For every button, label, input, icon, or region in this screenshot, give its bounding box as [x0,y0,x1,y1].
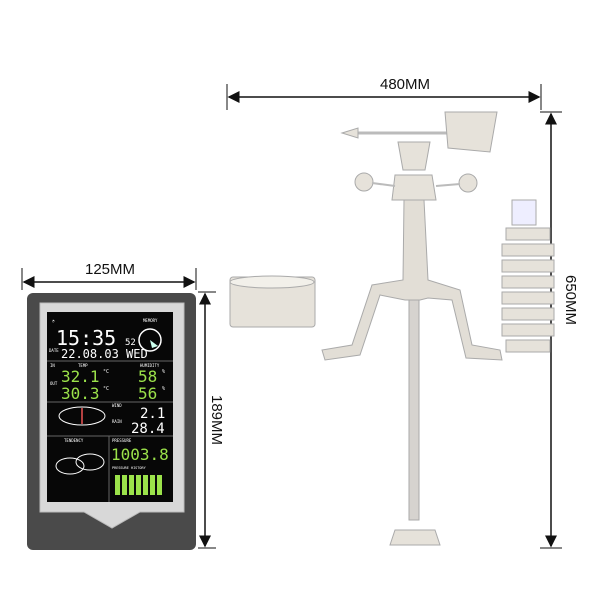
outdoor-temp-unit: °C [103,386,109,392]
support-arm [321,199,503,361]
sensor-height-label: 650MM [562,275,579,325]
cloud-icon [55,453,105,475]
indoor-temp-unit: °C [103,369,109,375]
memory-label: MEMORY [143,318,158,323]
dimension-console-height: 189MM [198,291,225,549]
time: 15:35 [56,326,116,350]
temp-label: TEMP [78,363,88,368]
outdoor-humidity-unit: % [162,386,165,392]
rainfall: 28.4 [131,421,165,437]
anemometer [354,172,478,201]
dimension-console-width: 125MM [21,261,197,290]
wind-speed: 2.1 [140,406,165,422]
wind-vane [340,111,498,171]
sensor-width-label: 480MM [380,76,430,93]
pressure-history-label: PRESSURE HISTORY [112,466,147,470]
rain-label: RAIN [112,419,122,424]
wind-direction-icon [58,406,106,426]
console-width-label: 125MM [85,261,135,278]
wind-label: WIND [112,403,122,408]
console-height-label: 189MM [208,395,225,445]
mast-base [389,529,441,546]
pressure-history-bars [115,475,162,495]
wifi-icon: ◔ [52,318,55,323]
dimension-sensor-width: 480MM [226,76,542,110]
seconds: 52 [125,338,136,348]
in-label: IN [50,363,55,368]
pressure-label: PRESSURE [112,438,132,443]
thermo-hygro-shield [501,199,555,353]
outdoor-humidity: 56 [138,384,157,403]
pressure: 1003.8 [111,445,169,464]
weather-console: ◔ 15:35 52 MEMORY DATE 22.08.03 WED IN T… [27,293,196,550]
date-label: DATE [49,348,59,353]
outdoor-temperature: 30.3 [61,384,100,403]
indoor-humidity: 58 [138,367,157,386]
indoor-humidity-unit: % [162,369,165,375]
humidity-label: HUMIDITY [140,363,160,368]
indoor-temperature: 32.1 [61,367,100,386]
date: 22.08.03 WED [61,347,148,361]
out-label: OUT [50,381,58,386]
outdoor-sensor-array [229,111,555,546]
tendency-label: TENDENCY [64,438,84,443]
compass-icon [138,328,162,352]
